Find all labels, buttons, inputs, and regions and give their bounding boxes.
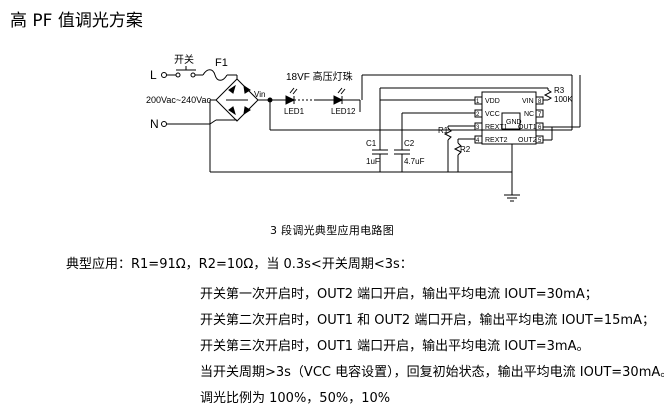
resistor-r1 (443, 127, 452, 141)
pin-name: NC (524, 111, 534, 118)
fuse-f1 (202, 69, 228, 81)
driver-ic (481, 91, 537, 145)
c2-value: 4.7uF (404, 157, 425, 166)
chip-pins-left: 1 VDD 2 VCC 3 REXT1 4 REXT2 (476, 98, 508, 144)
led1-label: LED1 (284, 107, 305, 116)
pin-number: 1 (476, 99, 480, 105)
voltage-range-label: 200Vac~240Vac (146, 95, 211, 105)
pin-number: 5 (538, 138, 542, 144)
terminal-l (161, 72, 167, 78)
pin-name: OUT2 (518, 137, 537, 144)
application-line: 开关第二次开启时，OUT1 和 OUT2 端口开启，输出平均电流 IOUT=15… (200, 313, 655, 328)
application-line: 当开关周期>3s（VCC 电容设置），回复初始状态，输出平均电流 IOUT=30… (200, 365, 664, 380)
application-line: 调光比例为 100%，50%，10% (200, 391, 391, 406)
r2-label: R2 (460, 145, 471, 154)
pin-number: 7 (538, 112, 542, 118)
terminal-n (161, 121, 167, 127)
c1-value: 1uF (366, 157, 380, 166)
r3-value: 100K (554, 95, 573, 104)
r3-label: R3 (554, 86, 565, 95)
page-title: 高 PF 值调光方案 (10, 11, 143, 31)
resistor-r2 (453, 142, 462, 156)
circuit-diagram: 开关 F1 L N 200Vac~240Vac Vin 18VF 高压灯珠 LE… (146, 53, 581, 202)
pin-name: REXT1 (485, 124, 508, 131)
input-n-label: N (150, 117, 159, 131)
pin-number: 3 (476, 125, 480, 131)
switch-contact-left (175, 72, 181, 78)
application-line: 开关第一次开启时，OUT2 端口开启，输出平均电流 IOUT=30mA； (200, 287, 598, 302)
pin-name: VCC (485, 111, 500, 118)
c2-label: C2 (404, 139, 415, 148)
resistor-r3 (543, 89, 552, 101)
application-intro: 典型应用：R1=91Ω，R2=10Ω，当 0.3s<开关周期<3s： (66, 257, 413, 272)
chip-gnd-label: GND (506, 119, 522, 126)
led12-label: LED12 (331, 107, 356, 116)
r1-label: R1 (438, 126, 449, 135)
diagram-caption: 3 段调光典型应用电路图 (269, 224, 395, 237)
pin-name: VIN (522, 98, 534, 105)
switch-contact-right (190, 72, 196, 78)
pin-number: 4 (476, 138, 480, 144)
chip-pins-right: VIN 8 NC 7 OUT1 6 OUT2 5 (518, 98, 542, 144)
pin-name: VDD (485, 98, 500, 105)
pin-number: 8 (538, 99, 542, 105)
pin-number: 2 (476, 112, 480, 118)
input-l-label: L (150, 68, 157, 82)
led1 (285, 95, 296, 105)
chip-center-pad (501, 112, 521, 130)
led-string-label: 18VF 高压灯珠 (286, 70, 353, 83)
application-line: 开关第三次开启时，OUT1 端口开启，输出平均电流 IOUT=3mA。 (200, 339, 590, 354)
c1-label: C1 (366, 139, 377, 148)
pin-name: REXT2 (485, 137, 508, 144)
pin-number: 6 (538, 125, 542, 131)
fuse-label: F1 (215, 57, 228, 69)
led12 (333, 95, 344, 105)
pin-name: OUT1 (518, 124, 537, 131)
bridge-rectifier (215, 78, 259, 122)
switch-label: 开关 (174, 53, 194, 66)
vin-node-label: Vin (254, 90, 265, 99)
